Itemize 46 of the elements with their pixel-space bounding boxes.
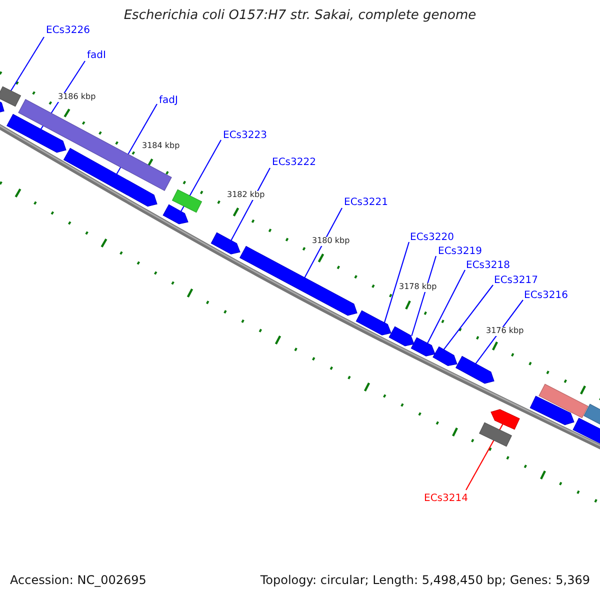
scale-label: 3186 kbp [58, 93, 96, 102]
leader-line [411, 256, 437, 336]
scale-label: 3184 kbp [142, 142, 180, 151]
scale-label: 3180 kbp [312, 237, 350, 246]
gene-label: fadJ [159, 95, 178, 106]
gene-feature [432, 346, 458, 366]
gene-feature [356, 310, 392, 336]
gene-feature [63, 148, 158, 207]
gene-feature [490, 409, 520, 430]
accession-text: Accession: NC_002695 [10, 574, 146, 588]
gene-feature [456, 356, 494, 384]
gene-label: ECs3220 [410, 232, 454, 243]
gene-block [172, 189, 202, 213]
leader-line [10, 36, 44, 92]
gene-block [0, 86, 22, 107]
leader-line [230, 168, 270, 241]
scale-label: 3176 kbp [486, 327, 524, 336]
gene-label: ECs3218 [466, 260, 510, 271]
leader-line [475, 300, 524, 364]
gene-label: ECs3219 [438, 246, 482, 257]
gene-block [538, 384, 588, 418]
gene-label: ECs3223 [223, 130, 267, 141]
gene-block [479, 422, 512, 447]
gene-feature [530, 396, 574, 426]
genome-stats-text: Topology: circular; Length: 5,498,450 bp; Genes: 5,369 [260, 574, 590, 588]
gene-feature [410, 337, 436, 356]
gene-feature [210, 232, 240, 254]
gene-feature [6, 114, 66, 153]
leader-line [384, 242, 410, 323]
gene-label: ECs3222 [272, 157, 316, 168]
gene-feature [388, 326, 414, 346]
gene-label: ECs3214 [424, 493, 468, 504]
gene-feature [240, 246, 358, 316]
gene-feature [162, 204, 188, 224]
leader-line [427, 270, 466, 344]
leader-line [443, 284, 494, 350]
leader-line [304, 208, 342, 278]
title: Escherichia coli O157:H7 str. Sakai, complete genome [122, 9, 478, 24]
gene-label: fadI [87, 50, 106, 61]
gene-label: ECs3216 [524, 290, 568, 301]
scale-label: 3182 kbp [227, 191, 265, 200]
gene-feature [572, 418, 600, 444]
gene-label: ECs3217 [494, 275, 538, 286]
gene-label: ECs3221 [344, 197, 388, 208]
gene-label: ECs3226 [46, 25, 90, 36]
scale-label: 3178 kbp [399, 283, 437, 292]
